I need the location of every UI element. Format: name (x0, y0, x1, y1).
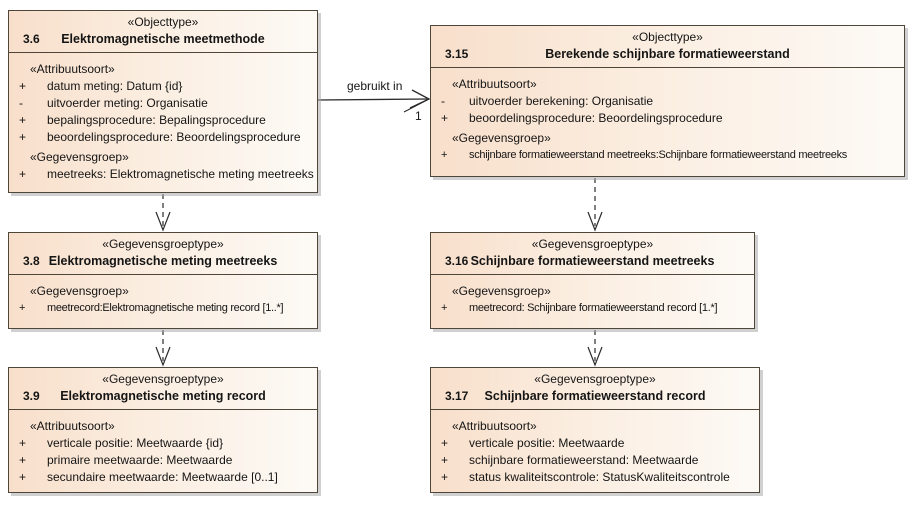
box-header: «Gegevensgroeptype» 3.16 Schijnbare form… (431, 233, 754, 275)
class-box-elektromagnetische-meetmethode[interactable]: «Objecttype» 3.6 Elektromagnetische meet… (8, 10, 318, 193)
class-number: 3.15 (445, 47, 469, 61)
attribute-row: + beoordelingsprocedure: Beoordelingspro… (9, 129, 313, 146)
attribute-text: schijnbare formatieweerstand meetreeks:S… (469, 149, 847, 161)
attribute-text: status kwaliteitscontrole: StatusKwalite… (469, 470, 730, 484)
stereotype-label: «Objecttype» (127, 15, 199, 29)
section-label: «Attribuutsoort» (30, 62, 115, 76)
connector-38-39[interactable] (155, 330, 171, 367)
attribute-text: primaire meetwaarde: Meetwaarde (47, 453, 233, 467)
connector-315-316[interactable] (587, 178, 603, 232)
attribute-row: + primaire meetwaarde: Meetwaarde (9, 452, 313, 469)
class-number: 3.16 (445, 254, 469, 268)
visibility-sign: + (441, 436, 449, 450)
class-name: Berekende schijnbare formatieweerstand (545, 47, 790, 61)
visibility-sign: + (441, 111, 449, 125)
attribute-row: + schijnbare formatieweerstand: Meetwaar… (431, 452, 755, 469)
box-body: «Attribuutsoort» - uitvoerder berekening… (431, 68, 904, 168)
connector-316-317[interactable] (587, 330, 603, 367)
attribute-row: + secundaire meetwaarde: Meetwaarde [0..… (9, 469, 313, 486)
box-body: «Gegevensgroep» + meetrecord: Schijnbare… (431, 275, 754, 321)
class-box-elektromagnetische-meting-meetreeks[interactable]: «Gegevensgroeptype» 3.8 Elektromagnetisc… (8, 232, 318, 329)
box-body: «Gegevensgroep» + meetrecord:Elektromagn… (9, 275, 317, 321)
attribute-row: + bepalingsprocedure: Bepalingsprocedure (9, 112, 313, 129)
class-number: 3.8 (23, 254, 40, 268)
attribute-text: schijnbare formatieweerstand: Meetwaarde (469, 453, 699, 467)
connector-gebruikt-in[interactable] (317, 89, 431, 113)
class-box-schijnbare-formatieweerstand-meetreeks[interactable]: «Gegevensgroeptype» 3.16 Schijnbare form… (430, 232, 755, 329)
visibility-sign: + (19, 130, 27, 144)
attribute-row: + datum meting: Datum {id} (9, 78, 313, 95)
class-name: Elektromagnetische meting meetreeks (48, 254, 278, 268)
class-number: 3.9 (23, 389, 40, 403)
stereotype-label: «Objecttype» (632, 30, 703, 44)
visibility-sign: + (441, 149, 448, 161)
box-header: «Objecttype» 3.6 Elektromagnetische meet… (9, 11, 317, 53)
box-header: «Objecttype» 3.15 Berekende schijnbare f… (431, 26, 904, 68)
stereotype-label: «Gegevensgroeptype» (102, 237, 224, 251)
attribute-text: secundaire meetwaarde: Meetwaarde [0..1] (47, 470, 278, 484)
attribute-text: datum meting: Datum {id} (47, 79, 183, 93)
attribute-text: meetrecord:Elektromagnetische meting rec… (47, 302, 284, 314)
stereotype-label: «Gegevensgroeptype» (534, 372, 656, 386)
attribute-row: - uitvoerder meting: Organisatie (9, 95, 313, 112)
visibility-sign: + (19, 113, 27, 127)
attribute-row: + verticale positie: Meetwaarde {id} (9, 435, 313, 452)
attribute-text: meetreeks: Elektromagnetische meting mee… (47, 167, 314, 181)
class-name: Schijnbare formatieweerstand meetreeks (470, 254, 715, 268)
class-box-berekende-schijnbare-formatieweerstand[interactable]: «Objecttype» 3.15 Berekende schijnbare f… (430, 25, 905, 177)
visibility-sign: + (441, 302, 448, 314)
section-label: «Attribuutsoort» (452, 419, 537, 433)
stereotype-label: «Gegevensgroeptype» (102, 372, 224, 386)
attribute-text: bepalingsprocedure: Bepalingsprocedure (47, 113, 266, 127)
class-number: 3.6 (23, 32, 40, 46)
section-label: «Gegevensgroep» (452, 284, 551, 298)
attribute-row: + meetrecord: Schijnbare formatieweersta… (431, 300, 750, 317)
visibility-sign: + (441, 470, 449, 484)
section-label: «Attribuutsoort» (452, 77, 537, 91)
connector-label: gebruikt in (347, 79, 403, 93)
attribute-text: verticale positie: Meetwaarde (469, 436, 625, 450)
visibility-sign: + (441, 453, 449, 467)
section-label: «Attribuutsoort» (30, 419, 115, 433)
attribute-text: beoordelingsprocedure: Beoordelingsproce… (47, 130, 301, 144)
visibility-sign: + (19, 470, 27, 484)
box-body: «Attribuutsoort» + verticale positie: Me… (9, 410, 317, 490)
visibility-sign: + (19, 167, 27, 181)
connector-36-38[interactable] (155, 194, 171, 232)
attribute-text: beoordelingsprocedure: Beoordelingsproce… (469, 111, 723, 125)
connector-multiplicity: 1 (415, 109, 422, 123)
visibility-sign: + (19, 79, 27, 93)
attribute-row: + beoordelingsprocedure: Beoordelingspro… (431, 110, 900, 127)
class-number: 3.17 (445, 389, 469, 403)
stereotype-label: «Gegevensgroeptype» (531, 237, 654, 251)
attribute-text: uitvoerder berekening: Organisatie (469, 94, 654, 108)
visibility-sign: + (19, 436, 27, 450)
class-box-elektromagnetische-meting-record[interactable]: «Gegevensgroeptype» 3.9 Elektromagnetisc… (8, 367, 318, 493)
visibility-sign: + (19, 302, 26, 314)
attribute-text: meetrecord: Schijnbare formatieweerstand… (469, 302, 718, 314)
class-name: Schijnbare formatieweerstand record (484, 389, 706, 403)
attribute-row: + status kwaliteitscontrole: StatusKwali… (431, 469, 755, 486)
visibility-sign: + (19, 453, 27, 467)
attribute-row: + verticale positie: Meetwaarde (431, 435, 755, 452)
box-header: «Gegevensgroeptype» 3.17 Schijnbare form… (431, 368, 759, 410)
section-label: «Gegevensgroep» (30, 150, 129, 164)
attribute-row: - uitvoerder berekening: Organisatie (431, 93, 900, 110)
class-name: Elektromagnetische meting record (60, 389, 266, 403)
attribute-text: uitvoerder meting: Organisatie (47, 96, 208, 110)
box-header: «Gegevensgroeptype» 3.8 Elektromagnetisc… (9, 233, 317, 275)
class-box-schijnbare-formatieweerstand-record[interactable]: «Gegevensgroeptype» 3.17 Schijnbare form… (430, 367, 760, 493)
box-body: «Attribuutsoort» + verticale positie: Me… (431, 410, 759, 490)
attribute-row: + meetreeks: Elektromagnetische meting m… (9, 166, 314, 183)
class-name: Elektromagnetische meetmethode (61, 32, 265, 46)
visibility-sign: - (19, 96, 23, 110)
attribute-text: verticale positie: Meetwaarde {id} (47, 436, 224, 450)
section-label: «Gegevensgroep» (30, 284, 129, 298)
box-header: «Gegevensgroeptype» 3.9 Elektromagnetisc… (9, 368, 317, 410)
attribute-row: + schijnbare formatieweerstand meetreeks… (431, 147, 900, 164)
box-body: «Attribuutsoort» + datum meting: Datum {… (9, 53, 317, 187)
attribute-row: + meetrecord:Elektromagnetische meting r… (9, 300, 313, 317)
visibility-sign: - (441, 94, 445, 108)
section-label: «Gegevensgroep» (452, 131, 551, 145)
